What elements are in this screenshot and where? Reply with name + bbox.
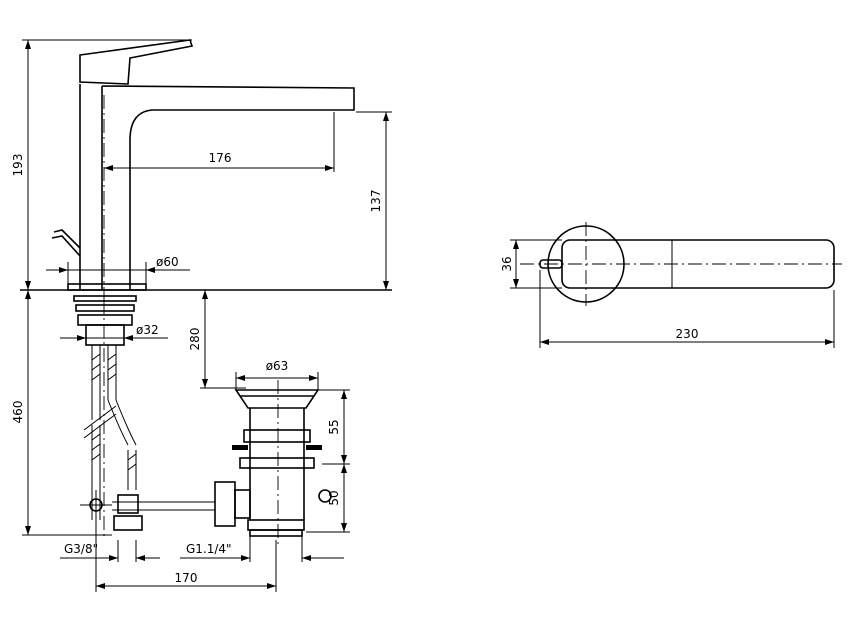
dim-g114-label: G1.1/4" [186, 542, 232, 556]
lever-handle [79, 39, 194, 85]
dim-spout-height: 137 [356, 111, 392, 290]
dim-clearance: 280 [188, 290, 246, 389]
dim-total-height: 193 [11, 39, 192, 290]
faucet-side-view [20, 39, 392, 300]
dim-50-label: 50 [327, 490, 341, 505]
dim-waste-heights: 55 50 [306, 389, 350, 533]
supply-hoses [91, 345, 117, 420]
side-lever [51, 229, 81, 257]
dim-36-label: 36 [500, 256, 514, 271]
dim-waste-thread: G1.1/4" [180, 536, 344, 562]
faucet-top-view [520, 222, 842, 306]
dim-top-length: 230 [539, 270, 835, 348]
mounting-assembly [73, 295, 215, 540]
faucet-body [79, 84, 355, 290]
dim-32-label: ø32 [136, 323, 159, 337]
dim-g38-label: G3/8" [64, 542, 98, 556]
dim-170-label: 170 [175, 571, 198, 585]
dim-inlet-thread: G3/8" [60, 540, 160, 562]
dim-176-label: 176 [209, 151, 232, 165]
dim-280-label: 280 [188, 328, 202, 351]
dim-230-label: 230 [676, 327, 699, 341]
dim-63-label: ø63 [266, 359, 289, 373]
dim-trap-offset: 170 [95, 520, 277, 592]
dim-shank-diameter: ø32 [60, 323, 168, 341]
dim-60-label: ø60 [156, 255, 179, 269]
dim-waste-diameter: ø63 [235, 359, 319, 390]
dim-spout-reach: 176 [104, 112, 335, 172]
pop-up-waste [214, 380, 332, 545]
dim-193-label: 193 [11, 154, 25, 177]
dim-55-label: 55 [327, 419, 341, 434]
dim-460-label: 460 [11, 401, 25, 424]
dim-137-label: 137 [369, 190, 383, 213]
dim-base-diameter: ø60 [46, 255, 190, 284]
dim-under-height: 460 [11, 290, 112, 536]
dim-top-depth: 36 [500, 239, 562, 289]
